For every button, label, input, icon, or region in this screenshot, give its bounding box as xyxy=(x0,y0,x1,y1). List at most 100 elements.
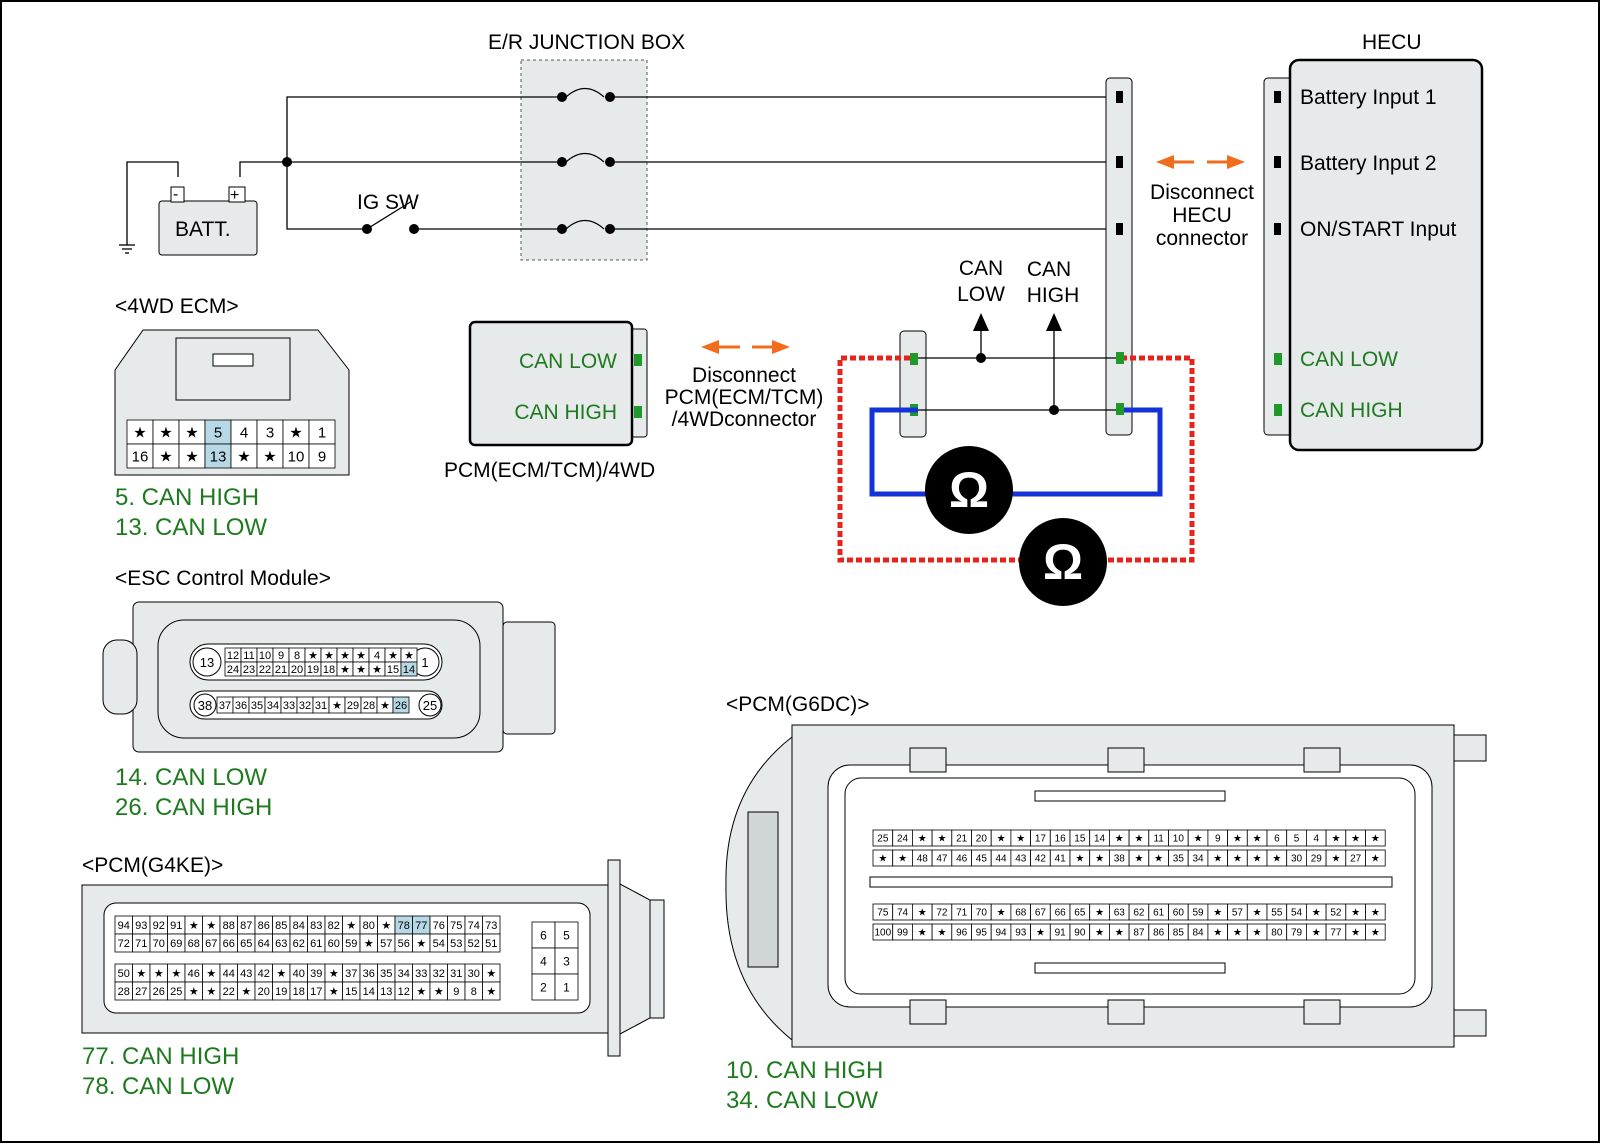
pin-label: 95 xyxy=(976,928,988,939)
pin-label: ★ xyxy=(356,650,366,662)
pin-label: 46 xyxy=(956,854,968,865)
pin-label: 74 xyxy=(897,908,909,919)
pin-label: 16 xyxy=(132,448,149,465)
esc-pin-38-label: 38 xyxy=(198,698,212,713)
pin-cell xyxy=(392,696,410,714)
pin-label: ★ xyxy=(189,986,199,998)
pin-label: 80 xyxy=(1271,928,1283,939)
power-wires xyxy=(119,87,1112,254)
pin-cell xyxy=(1365,923,1386,941)
pin-label: 59 xyxy=(1192,908,1204,919)
pin-label: 18 xyxy=(293,986,305,998)
g6dc-note-1: 10. CAN HIGH xyxy=(726,1057,883,1084)
pin-label: 78 xyxy=(398,920,410,932)
g6dc-clip xyxy=(1107,747,1145,773)
pin-label: ★ xyxy=(997,834,1006,845)
pin-label: ★ xyxy=(329,986,339,998)
pin-label: 6 xyxy=(540,928,547,942)
hecu-title: HECU xyxy=(1362,31,1422,54)
pin-label: ★ xyxy=(276,968,286,980)
pin-label: 16 xyxy=(1055,834,1067,845)
pin-label: 30 xyxy=(468,968,480,980)
g6dc-title: <PCM(G6DC)> xyxy=(726,693,870,716)
hecu-disconnect-line-2: HECU xyxy=(1172,204,1232,227)
pin-label: 42 xyxy=(1035,854,1047,865)
ohmmeter-icon: Ω xyxy=(1019,518,1107,606)
pin-label: 69 xyxy=(170,938,182,950)
pin-label: 43 xyxy=(240,968,252,980)
pin-label: 68 xyxy=(188,938,200,950)
ecm4wd-latch xyxy=(175,337,291,401)
pin-label: 53 xyxy=(450,938,462,950)
ecm4wd-title: <4WD ECM> xyxy=(115,295,239,318)
pin-label: ★ xyxy=(1016,834,1025,845)
pin-label: 19 xyxy=(275,986,287,998)
pin-label: 39 xyxy=(310,968,322,980)
pin-label: 56 xyxy=(398,938,410,950)
pin-label: ★ xyxy=(1253,928,1262,939)
g4ke-note-2: 78. CAN LOW xyxy=(82,1073,234,1100)
ig-sw-label: IG SW xyxy=(357,191,419,214)
pin-label: ★ xyxy=(388,650,398,662)
pin-cell xyxy=(308,419,336,445)
pin-label: 28 xyxy=(118,986,130,998)
pin-label: 29 xyxy=(347,700,359,712)
pin-label: 15 xyxy=(345,986,357,998)
pin-label: ★ xyxy=(206,920,216,932)
pin-label: 14 xyxy=(1094,834,1106,845)
pin-label: ★ xyxy=(1331,854,1340,865)
pin-label: 46 xyxy=(188,968,200,980)
hecu-harness-connector xyxy=(1105,77,1133,436)
pin-label: ★ xyxy=(1115,928,1124,939)
pin-label: 68 xyxy=(1015,908,1027,919)
pin-label: ★ xyxy=(1154,854,1163,865)
pin-label: 15 xyxy=(387,664,399,676)
pin-label: 51 xyxy=(485,938,497,950)
pin-label: 74 xyxy=(468,920,480,932)
pin-label: 54 xyxy=(1291,908,1303,919)
pin-label: 20 xyxy=(291,664,303,676)
small-connector xyxy=(899,330,927,438)
can-low-tap xyxy=(976,353,986,363)
pin-label: 93 xyxy=(135,920,147,932)
pin-label: ★ xyxy=(332,700,342,712)
esc-pin-25 xyxy=(418,693,442,717)
pin-label: ★ xyxy=(381,920,391,932)
pin-label: 15 xyxy=(1074,834,1086,845)
can-high-tap xyxy=(1049,405,1059,415)
pin-label: 72 xyxy=(118,938,130,950)
pin-label: 66 xyxy=(223,938,235,950)
pin-label: ★ xyxy=(878,854,887,865)
pin-label: ★ xyxy=(1095,908,1104,919)
esc-pin-25-label: 25 xyxy=(423,698,437,713)
g6dc-clip xyxy=(909,999,947,1025)
pin-cell xyxy=(126,443,154,469)
measure-can-low-1: CAN xyxy=(959,257,1003,280)
pin-label: ★ xyxy=(918,928,927,939)
pin-label: 10 xyxy=(259,650,271,662)
g6dc-divider xyxy=(869,876,1393,888)
pin-label: ★ xyxy=(185,424,198,441)
pin-label: ★ xyxy=(486,968,496,980)
pin-label: ★ xyxy=(1351,834,1360,845)
pin-label: ★ xyxy=(1213,854,1222,865)
hecu-module xyxy=(1288,58,1484,452)
pin-label: 75 xyxy=(877,908,889,919)
pin-label: 4 xyxy=(374,650,380,662)
measure-can-high-1: CAN xyxy=(1027,258,1071,281)
pin-label: 10 xyxy=(288,448,305,465)
pin-cell xyxy=(482,981,501,1001)
pin-label: ★ xyxy=(1272,854,1281,865)
pin-label: 61 xyxy=(1153,908,1165,919)
g6dc-clip xyxy=(1303,747,1341,773)
pin-label: 76 xyxy=(433,920,445,932)
pin-label: ★ xyxy=(364,938,374,950)
pin-label: ★ xyxy=(340,664,350,676)
pin-label: ★ xyxy=(159,448,172,465)
g4ke-boot-end xyxy=(649,899,665,1019)
pin-label: 33 xyxy=(415,968,427,980)
battery-minus: - xyxy=(173,186,178,203)
pin-label: 57 xyxy=(380,938,392,950)
pin-label: 17 xyxy=(310,986,322,998)
pin-cell xyxy=(230,419,258,445)
